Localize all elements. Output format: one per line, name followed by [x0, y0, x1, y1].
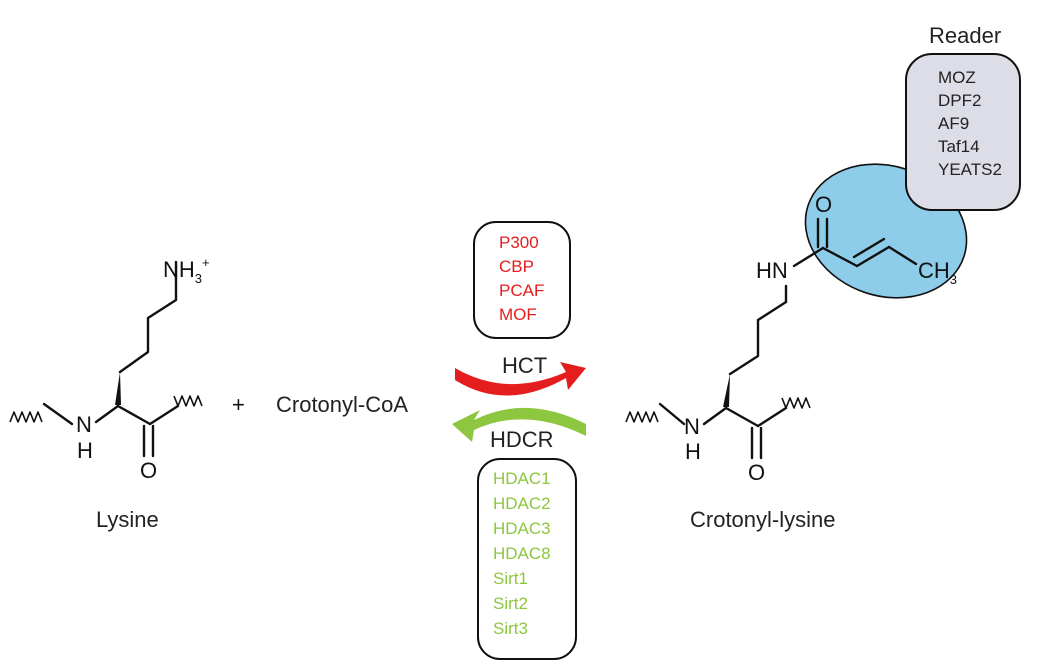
crotonyl-coa-label: Crotonyl-CoA — [276, 392, 408, 417]
hdcr-enzyme-2: HDAC3 — [493, 519, 551, 538]
plus-sign: + — [232, 392, 245, 417]
lysine-right-wavy-bond — [173, 395, 203, 407]
hdcr-enzyme-3: HDAC8 — [493, 544, 551, 563]
reader-protein-0: MOZ — [938, 68, 976, 87]
reader-protein-2: AF9 — [938, 114, 969, 133]
hct-enzyme-0: P300 — [499, 233, 539, 252]
crotonyl-lysine-left-wavy-bond — [625, 411, 659, 423]
hdcr-enzyme-4: Sirt1 — [493, 569, 528, 588]
hct-label: HCT — [502, 353, 547, 378]
lysine-bond-wavy-n — [42, 402, 74, 426]
crotonyl-lysine-backbone-h: H — [685, 439, 701, 464]
crotonyl-methyl-symbol: CH — [918, 258, 950, 283]
crotonyl-carbonyl-o: O — [815, 192, 832, 217]
crotonyl-lysine-label: Crotonyl-lysine — [690, 507, 836, 532]
crotonyl-lysine-backbone-n: N — [684, 414, 700, 439]
crotonyl-lysine-right-wavy-bond — [781, 397, 811, 409]
crotonyl-lysine-bond-n-calpha — [702, 406, 728, 426]
crotonyl-alkene-double-b — [852, 237, 886, 259]
hdcr-enzyme-0: HDAC1 — [493, 469, 551, 488]
hct-enzyme-box — [473, 221, 571, 339]
hct-enzyme-2: PCAF — [499, 281, 544, 300]
crotonyl-bond-c-calpha — [821, 246, 859, 268]
lysine-structure: N H O NH3+ Lysine — [9, 255, 210, 532]
reader-protein-3: Taf14 — [938, 137, 980, 156]
crotonyl-lysine-amide-hn: HN — [756, 258, 788, 283]
crotonyl-alkene-double-a — [855, 245, 891, 268]
reader-protein-1: DPF2 — [938, 91, 981, 110]
hct-arrow — [455, 362, 586, 396]
reader-box — [905, 53, 1021, 211]
lysine-bond-n-calpha — [94, 404, 120, 424]
lysine-amine-symbol: NH — [163, 257, 195, 282]
hdcr-enzyme-box — [477, 458, 577, 660]
crotonyl-lysine-bond-calpha-c — [724, 406, 760, 428]
hct-enzyme-1: CBP — [499, 257, 534, 276]
hdcr-enzyme-5: Sirt2 — [493, 594, 528, 613]
lysine-amine-subscript: 3 — [195, 271, 202, 286]
crotonyl-methyl: CH3 — [918, 258, 957, 287]
hdcr-label: HDCR — [490, 427, 554, 452]
lysine-carbonyl-o: O — [140, 458, 157, 483]
crotonyl-lysine-wedge-bond — [723, 374, 730, 407]
lysine-backbone-n: N — [76, 412, 92, 437]
lysine-amine-charge: + — [202, 255, 210, 270]
lysine-wedge-bond — [115, 372, 121, 405]
crotonyl-lysine-bond-c-wavy — [756, 406, 788, 428]
hdcr-enzyme-1: HDAC2 — [493, 494, 551, 513]
hct-enzyme-3: MOF — [499, 305, 537, 324]
reader-title: Reader — [929, 23, 1001, 48]
lysine-side-chain — [118, 260, 178, 374]
crotonyl-lysine-side-chain — [728, 284, 788, 376]
lysine-left-wavy-bond — [9, 411, 43, 423]
hdcr-arrow — [452, 407, 586, 442]
crotonyl-lysine-bond-wavy-n — [658, 402, 686, 426]
lysine-amine: NH3+ — [163, 255, 210, 286]
hdcr-enzyme-6: Sirt3 — [493, 619, 528, 638]
crotonyl-lysine-carbonyl-o: O — [748, 460, 765, 485]
crotonyl-methyl-subscript: 3 — [950, 272, 957, 287]
lysine-bond-c-wavy — [148, 404, 180, 426]
lysine-backbone-h: H — [77, 438, 93, 463]
crotonyl-bond-n-c — [792, 246, 825, 268]
lysine-bond-calpha-c — [116, 404, 152, 426]
crotonyl-bond-cbeta-methyl — [887, 245, 918, 266]
reader-protein-4: YEATS2 — [938, 160, 1002, 179]
lysine-label: Lysine — [96, 507, 159, 532]
